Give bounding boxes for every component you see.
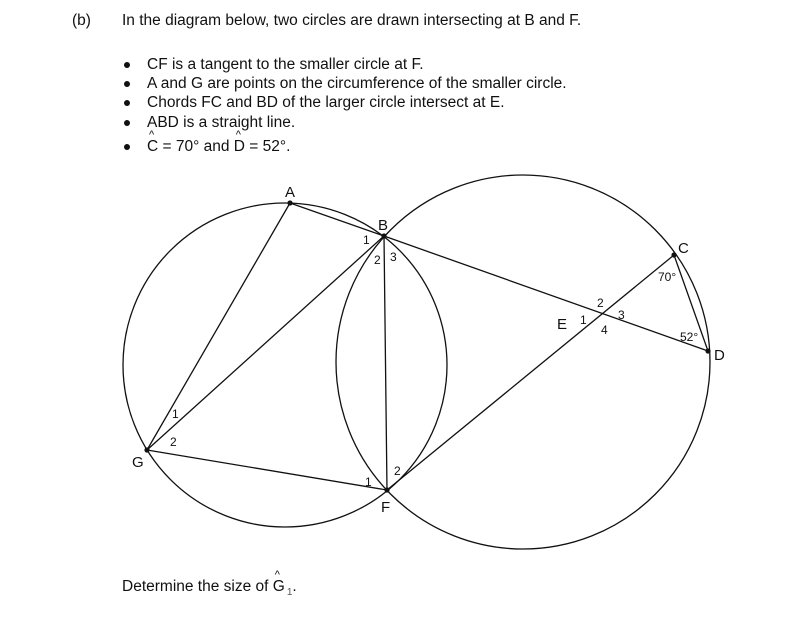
angle-label-E3: 3 <box>618 308 625 322</box>
angle-label-B2: 2 <box>374 253 381 267</box>
line-FC <box>386 254 675 491</box>
point-D <box>705 348 711 354</box>
line-AB <box>289 202 385 237</box>
bullet-icon <box>124 100 130 106</box>
label-A: A <box>285 184 295 201</box>
line-BD <box>383 235 709 352</box>
line-BF <box>383 235 388 491</box>
angle-label-B3: 3 <box>390 250 397 264</box>
line-AG <box>146 202 291 451</box>
point-C <box>671 252 677 258</box>
angle-label-G2: 2 <box>170 435 177 449</box>
angle-label-F1: 1 <box>365 475 372 489</box>
bullet-icon <box>124 120 130 126</box>
angle-label-E1: 1 <box>580 313 587 327</box>
label-F: F <box>381 499 390 516</box>
line-CD <box>673 254 709 352</box>
point-G <box>144 447 150 453</box>
line-GB <box>146 235 385 451</box>
bullet-icon <box>124 144 130 150</box>
label-C: C <box>678 240 689 257</box>
angle-label-G1: 1 <box>172 407 179 421</box>
question-part-label: (b) <box>72 12 91 29</box>
angle-label-E4: 4 <box>601 323 608 337</box>
angle-g-subscript: 1 <box>286 587 293 598</box>
larger-circle <box>335 174 711 550</box>
angle-g-symbol: G <box>273 569 285 596</box>
smaller-circle <box>122 202 448 528</box>
point-F <box>384 487 390 493</box>
question-intro: In the diagram below, two circles are dr… <box>122 12 582 29</box>
angle-label-D: 52° <box>680 330 698 344</box>
line-GF <box>146 449 388 491</box>
angle-label-E2: 2 <box>597 296 604 310</box>
bullet-icon <box>124 81 130 87</box>
label-G: G <box>132 454 144 471</box>
angle-label-B1: 1 <box>363 233 370 247</box>
question-prompt: Determine the size of G1. <box>122 569 297 598</box>
label-D: D <box>714 347 725 364</box>
angle-label-C: 70° <box>658 270 676 284</box>
point-B <box>381 233 387 239</box>
angle-d-symbol: D <box>234 129 245 156</box>
angle-label-F2: 2 <box>394 464 401 478</box>
point-A <box>287 200 293 206</box>
angle-c-symbol: C <box>147 129 158 156</box>
label-E: E <box>557 316 567 333</box>
label-B: B <box>378 217 388 234</box>
bullet-icon <box>124 62 130 68</box>
